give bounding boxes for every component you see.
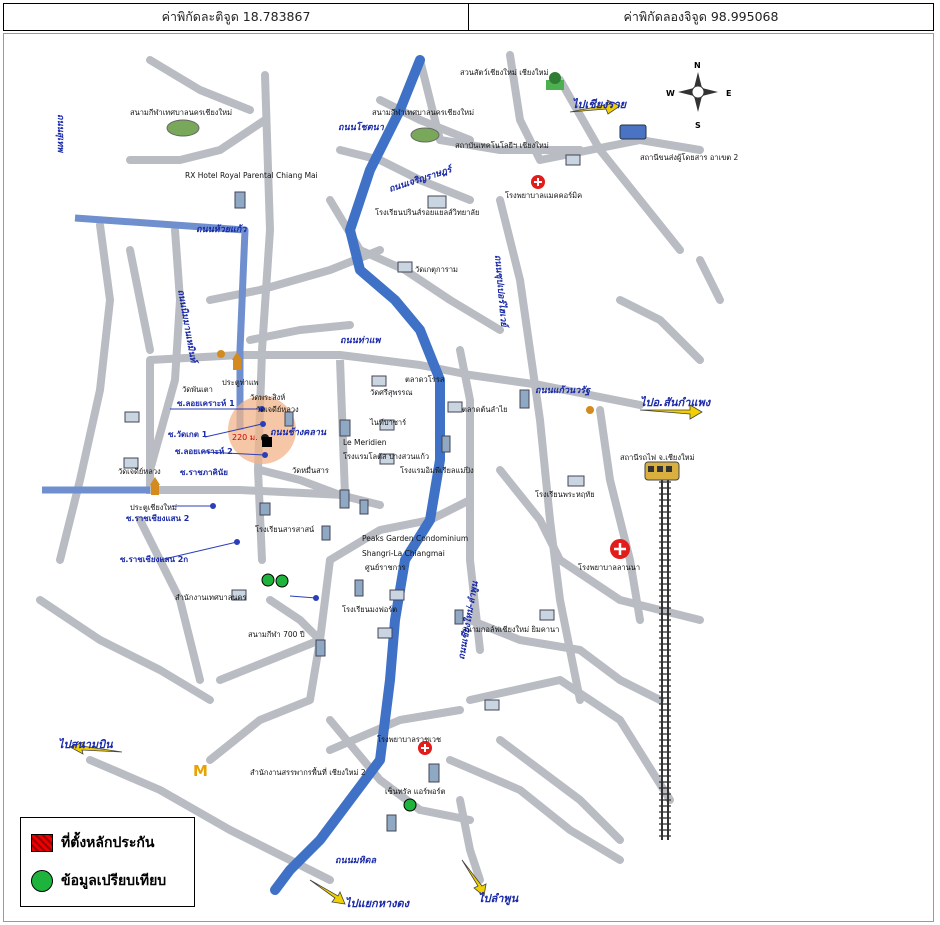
compass-n: N bbox=[694, 61, 701, 70]
landmark-label: ตลาดวโรรส bbox=[405, 375, 445, 384]
road-label: ถนนซุปเปอร์ไฮเวย์ bbox=[492, 254, 510, 330]
soi-label: ซ.วัดเกต 1 bbox=[168, 430, 208, 439]
park-icon bbox=[546, 72, 564, 90]
landmark-label: โรงเรียนมงฟอร์ต bbox=[342, 605, 397, 614]
landmark-label: Peaks Garden Condominium bbox=[362, 534, 468, 543]
old-city-moat bbox=[146, 359, 350, 500]
landmark-label: ศูนย์ราชการ bbox=[365, 563, 405, 572]
legend-collateral-label: ที่ตั้งหลักประกัน bbox=[61, 835, 155, 851]
soi-pointers bbox=[210, 406, 319, 601]
legend-comparison: ข้อมูลเปรียบเทียบ bbox=[31, 870, 166, 892]
comparison-point[interactable] bbox=[261, 573, 275, 587]
hospital-icon bbox=[418, 175, 630, 755]
landmark-label: สนามกีฬาเทศบาลนครเชียงใหม่ bbox=[130, 108, 232, 117]
landmark-label: โรงแรมโลตัส ปางสวนแก้ว bbox=[343, 452, 429, 461]
legend-collateral: ที่ตั้งหลักประกัน bbox=[31, 832, 154, 854]
comparison-point[interactable] bbox=[403, 798, 417, 812]
svg-text:M: M bbox=[193, 762, 208, 780]
landmark-label: ไนท์บาซาร์ bbox=[369, 418, 406, 427]
landmark-label: สวนสัตว์เชียงใหม่ เชียงใหม่ bbox=[460, 68, 549, 77]
landmark-label: วัดเกตุการาม bbox=[415, 265, 458, 274]
comparison-swatch-icon bbox=[31, 870, 53, 892]
stadium-icon bbox=[166, 119, 440, 143]
to-hangdong: ไปแยกหางดง bbox=[345, 896, 411, 910]
road-label: ถนนมหิดล bbox=[335, 855, 376, 866]
landmark-label: สำนักงานสรรพากรพื้นที่ เชียงใหม่ 2 bbox=[250, 767, 366, 777]
temple-icons bbox=[150, 350, 594, 495]
map-frame bbox=[3, 33, 934, 922]
landmark-label: วัดเจดีย์หลวง bbox=[118, 467, 161, 476]
landmark-label: วัดพันเตา bbox=[182, 385, 213, 394]
landmark-label: สถาบันเทคโนโลยีฯ เชียงใหม่ bbox=[455, 141, 549, 150]
to-lamphun: ไปลำพูน bbox=[478, 891, 519, 906]
landmark-label: โรงแรมอิมพีเรียลแม่ปิง bbox=[400, 466, 474, 475]
landmark-label: เซ็นทรัล แอร์พอร์ต bbox=[385, 786, 446, 796]
collateral-marker[interactable] bbox=[262, 437, 272, 447]
landmark-label: สนามกีฬาเทศบาลนครเชียงใหม่ bbox=[372, 108, 474, 117]
map-legend: ที่ตั้งหลักประกัน ข้อมูลเปรียบเทียบ bbox=[20, 817, 195, 907]
train-icon bbox=[644, 461, 680, 481]
to-airport: ไปสนามบิน bbox=[58, 737, 113, 751]
collateral-swatch-icon bbox=[31, 834, 53, 852]
longitude-label: ค่าพิกัดลองจิจูด 98.995068 bbox=[468, 4, 933, 30]
compass-e: E bbox=[726, 89, 731, 98]
landmark-label: วัดศรีสุพรรณ bbox=[370, 388, 412, 397]
distance-label: 220 ม. bbox=[232, 433, 258, 442]
landmark-label: วัดหมื่นสาร bbox=[292, 465, 329, 475]
landmark-label: ประตูท่าแพ bbox=[222, 378, 259, 387]
legend-comparison-label: ข้อมูลเปรียบเทียบ bbox=[61, 873, 167, 889]
soi-label: ซ.ลอยเคราะห์ 1 bbox=[177, 398, 235, 408]
school-icons bbox=[123, 154, 585, 711]
landmark-label: โรงพยาบาลราชเวช bbox=[377, 735, 441, 744]
landmark-label: วัดเจดีย์หลวง bbox=[256, 405, 299, 414]
direction-arrows bbox=[69, 99, 703, 905]
bus-icon bbox=[619, 124, 647, 140]
collateral-radius bbox=[228, 396, 296, 464]
to-sankamphaeng: ไปอ.สันกำแพง bbox=[640, 395, 712, 409]
road-label: ถนนท่าแพ bbox=[340, 335, 382, 346]
railway-track bbox=[659, 478, 671, 840]
major-roads bbox=[42, 214, 249, 494]
road-label: ถนนโชตนา bbox=[338, 121, 385, 133]
mcdonalds-icon: M bbox=[193, 762, 208, 780]
landmark-label: โรงเรียนสารสาสน์ bbox=[255, 525, 314, 534]
compass-w: W bbox=[666, 89, 675, 98]
landmark-label: วัดพระสิงห์ bbox=[250, 393, 285, 402]
landmark-label: RX Hotel Royal Parental Chiang Mai bbox=[185, 171, 318, 180]
compass-rose: N S W E bbox=[666, 61, 731, 130]
landmark-label: โรงเรียนพระหฤทัย bbox=[535, 490, 595, 499]
landmark-label: Le Meridien bbox=[343, 438, 387, 447]
landmark-label: สนามกีฬา 700 ปี bbox=[248, 630, 305, 639]
landmark-label: โรงพยาบาลลานนา bbox=[578, 563, 640, 572]
coordinate-bar: ค่าพิกัดละติจูด 18.783867 ค่าพิกัดลองจิจ… bbox=[3, 3, 934, 31]
landmark-label: สถานีขนส่งผู้โดยสาร อาเขต 2 bbox=[640, 153, 739, 162]
road-label: ถนนห้วยแก้ว bbox=[196, 224, 247, 235]
landmark-label: ประตูเชียงใหม่ bbox=[130, 503, 177, 512]
road-label: ถนนช้างคลาน bbox=[270, 427, 327, 438]
landmark-label: Shangri-La Chiangmai bbox=[362, 549, 445, 558]
comparison-points[interactable] bbox=[261, 573, 417, 812]
latitude-label: ค่าพิกัดละติจูด 18.783867 bbox=[161, 9, 311, 24]
soi-label: ซ.ราชเชียงแสน 2ก bbox=[120, 554, 188, 564]
landmark-label: โรงพยาบาลแมคคอร์มิค bbox=[505, 191, 582, 200]
road-label: ถนนแก้วนวรัฐ bbox=[535, 385, 592, 396]
landmark-label: สำนักงานเทศบาลนคร bbox=[175, 593, 246, 602]
soi-label: ซ.ราชเชียงแสน 2 bbox=[126, 513, 189, 523]
comparison-point[interactable] bbox=[275, 574, 289, 588]
road-label: ถนนสุเทพ bbox=[55, 114, 65, 153]
landmark-label: สถานีรถไฟ จ.เชียงใหม่ bbox=[620, 453, 695, 462]
building-icons bbox=[234, 191, 530, 832]
landmark-label: สนามกอล์ฟเชียงใหม่ ยิมคานา bbox=[462, 625, 559, 634]
to-chiangrai: ไปเชียงราย bbox=[572, 97, 628, 111]
soi-label: ซ.ราชภาคินัย bbox=[180, 468, 228, 477]
landmark-label: โรงเรียนปรินส์รอยแยลส์วิทยาลัย bbox=[375, 208, 479, 217]
soi-leader-lines bbox=[159, 408, 317, 599]
compass-s: S bbox=[695, 121, 701, 130]
landmark-label: ตลาดต้นลำไย bbox=[462, 405, 508, 414]
soi-label: ซ.ลอยเคราะห์ 2 bbox=[175, 446, 233, 456]
minor-roads bbox=[36, 51, 724, 884]
ping-river bbox=[270, 55, 445, 895]
